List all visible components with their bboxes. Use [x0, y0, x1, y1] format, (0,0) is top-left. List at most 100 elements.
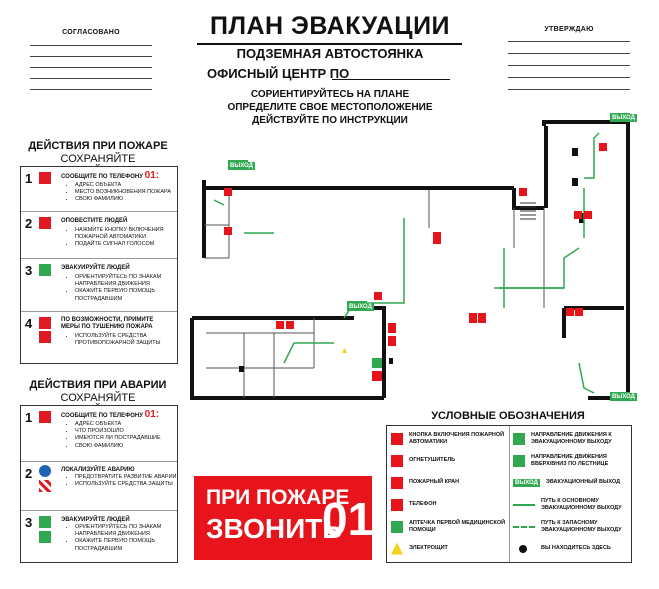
step-items: АДРЕС ОБЪЕКТА МЕСТО ВОЗНИКНОВЕНИЯ ПОЖАРА… — [61, 182, 171, 204]
signature-line — [508, 41, 630, 42]
step-title: ЭВАКУИРУЙТЕ ЛЮДЕЙ — [61, 517, 130, 523]
evacuation-icon — [39, 516, 51, 528]
stairs — [520, 202, 536, 220]
electric-panel-icon — [391, 542, 403, 555]
floor-plan — [190, 113, 630, 401]
exit-sign: ВЫХОД — [610, 114, 637, 122]
fire-hydrant-icon — [39, 331, 51, 343]
step-item: ПОДАЙТЕ СИГНАЛ ГОЛОСОМ — [75, 241, 177, 248]
signature-line — [508, 65, 630, 66]
step-item: ОКАЖИТЕ ПЕРВУЮ ПОМОЩЬ ПОСТРАДАВШИМ — [75, 288, 177, 302]
exit-sign-icon: ВЫХОД — [513, 478, 540, 487]
stairs-direction-icon — [513, 454, 525, 467]
legend-item: КНОПКА ВКЛЮЧЕНИЯ ПОЖАРНОЙ АВТОМАТИКИ — [391, 430, 506, 447]
banner-line2: ЗВОНИТЬ — [206, 513, 343, 544]
step-item: ИСПОЛЬЗУЙТЕ СРЕДСТВА ПРОТИВОПОЖАРНОЙ ЗАЩ… — [75, 333, 177, 347]
evacuation-icon — [39, 264, 51, 276]
accident-step: 1 СООБЩИТЕ ПО ТЕЛЕФОНУ 01: АДРЕС ОБЪЕКТА… — [21, 406, 177, 462]
step-item: АДРЕС ОБЪЕКТА — [75, 182, 171, 189]
banner-line1: ПРИ ПОЖАРЕ — [206, 486, 350, 509]
legend-item: ПУТЬ К ЗАПАСНОМУ ЭВАКУАЦИОННОМУ ВЫХОДУ — [513, 518, 628, 535]
step-item: МЕСТО ВОЗНИКНОВЕНИЯ ПОЖАРА — [75, 189, 171, 196]
banner-number: 01 — [322, 493, 374, 545]
legend-box: КНОПКА ВКЛЮЧЕНИЯ ПОЖАРНОЙ АВТОМАТИКИ ОГН… — [386, 425, 632, 563]
step-number: 2 — [25, 466, 33, 481]
legend-item: НАПРАВЛЕНИЕ ДВИЖЕНИЯ К ЭВАКУАЦИОННОМУ ВЫ… — [513, 430, 628, 447]
accident-step: 2 ЛОКАЛИЗУЙТЕ АВАРИЮ ПРЕДОТВРАТИТЕ РАЗВИ… — [21, 462, 177, 511]
legend-divider — [509, 426, 510, 562]
step-title: ПО ВОЗМОЖНОСТИ, ПРИМИТЕ МЕРЫ ПО ТУШЕНИЮ … — [61, 317, 154, 330]
fire-equipment — [224, 143, 607, 381]
step-title: ЭВАКУИРУЙТЕ ЛЮДЕЙ — [61, 265, 130, 271]
fire-step: 4 ПО ВОЗМОЖНОСТИ, ПРИМИТЕ МЕРЫ ПО ТУШЕНИ… — [21, 312, 177, 362]
step-item: АДРЕС ОБЪЕКТА — [75, 421, 161, 428]
step-number: 3 — [25, 263, 33, 278]
instructions: СОРИЕНТИРУЙТЕСЬ НА ПЛАНЕ ОПРЕДЕЛИТЕ СВОЕ… — [200, 88, 460, 127]
fire-extinguisher-icon — [391, 454, 403, 467]
step-items: АДРЕС ОБЪЕКТА ЧТО ПРОИЗОШЛО ИМЕЮТСЯ ЛИ П… — [61, 421, 161, 450]
step-items: НАЖМИТЕ КНОПКУ ВКЛЮЧЕНИЯ ПОЖАРНОЙ АВТОМА… — [61, 227, 177, 249]
walls — [190, 120, 630, 400]
office-label: ОФИСНЫЙ ЦЕНТР ПО — [207, 66, 350, 81]
signature-line — [30, 67, 152, 68]
signature-line — [30, 89, 152, 90]
legend-item: АПТЕЧКА ПЕРВОЙ МЕДИЦИНСКОЙ ПОМОЩИ — [391, 518, 506, 535]
signature-line — [30, 78, 152, 79]
step-number: 4 — [25, 316, 33, 331]
columns — [239, 148, 584, 372]
confirmed-label: УТВЕРЖДАЮ — [544, 26, 594, 33]
fire-hydrant-icon — [391, 476, 403, 489]
step-title: ОПОВЕСТИТЕ ЛЮДЕЙ — [61, 218, 128, 224]
phone-icon — [39, 172, 51, 184]
warning-stripes-icon — [39, 480, 51, 492]
approved-label: СОГЛАСОВАНО — [62, 29, 120, 36]
accident-actions-box: 1 СООБЩИТЕ ПО ТЕЛЕФОНУ 01: АДРЕС ОБЪЕКТА… — [20, 405, 178, 563]
exit-sign: ВЫХОД — [228, 162, 255, 170]
inner-walls — [204, 190, 545, 398]
first-aid-markers — [372, 358, 382, 368]
step-title: СООБЩИТЕ ПО ТЕЛЕФОНУ 01: — [61, 170, 160, 181]
signature-line — [30, 56, 152, 57]
phone-icon — [39, 411, 51, 423]
step-item: ОРИЕНТИРУЙТЕСЬ ПО ЗНАКАМ НАПРАВЛЕНИЯ ДВИ… — [75, 274, 177, 288]
signature-line — [508, 77, 630, 78]
instruction-line: ДЕЙСТВУЙТЕ ПО ИНСТРУКЦИИ — [252, 115, 408, 126]
legend-item: ПОЖАРНЫЙ КРАН — [391, 474, 506, 491]
exit-sign: ВЫХОД — [347, 303, 374, 311]
step-item: ИСПОЛЬЗУЙТЕ СРЕДСТВА ЗАЩИТЫ — [75, 481, 177, 488]
fire-step: 3 ЭВАКУИРУЙТЕ ЛЮДЕЙ ОРИЕНТИРУЙТЕСЬ ПО ЗН… — [21, 259, 177, 312]
legend-item: ВЫ НАХОДИТЕСЬ ЗДЕСЬ — [513, 540, 628, 557]
legend-item: ТЕЛЕФОН — [391, 496, 506, 513]
accident-actions-title: ДЕЙСТВИЯ ПРИ АВАРИИ — [29, 379, 167, 391]
step-number: 3 — [25, 515, 33, 530]
first-aid-icon — [39, 531, 51, 543]
fire-alarm-button-icon — [391, 432, 403, 445]
step-items: ИСПОЛЬЗУЙТЕ СРЕДСТВА ПРОТИВОПОЖАРНОЙ ЗАЩ… — [61, 333, 177, 347]
step-number: 1 — [25, 171, 33, 186]
legend-item: ЭЛЕКТРОЩИТ — [391, 540, 506, 557]
step-items: ПРЕДОТВРАТИТЕ РАЗВИТИЕ АВАРИИ ИСПОЛЬЗУЙТ… — [61, 474, 177, 488]
protective-mask-icon — [39, 465, 51, 477]
step-item: НАЖМИТЕ КНОПКУ ВКЛЮЧЕНИЯ ПОЖАРНОЙ АВТОМА… — [75, 227, 177, 241]
step-item: СВОЮ ФАМИЛИЮ — [75, 443, 161, 450]
evacuation-direction-icon — [513, 432, 525, 445]
step-item: ЧТО ПРОИЗОШЛО — [75, 428, 161, 435]
phone-icon — [391, 498, 403, 511]
legend-item: ПУТЬ К ОСНОВНОМУ ЭВАКУАЦИОННОМУ ВЫХОДУ — [513, 496, 628, 513]
step-number: 2 — [25, 216, 33, 231]
step-items: ОРИЕНТИРУЙТЕСЬ ПО ЗНАКАМ НАПРАВЛЕНИЯ ДВИ… — [61, 274, 177, 303]
fire-step: 1 СООБЩИТЕ ПО ТЕЛЕФОНУ 01: АДРЕС ОБЪЕКТА… — [21, 167, 177, 212]
first-aid-icon — [391, 520, 403, 533]
title-underline — [197, 43, 462, 45]
step-item: ОКАЖИТЕ ПЕРВУЮ ПОМОЩЬ ПОСТРАДАВШИМ — [75, 538, 177, 552]
step-title: ЛОКАЛИЗУЙТЕ АВАРИЮ — [61, 467, 135, 473]
office-name-line — [332, 79, 450, 80]
signature-line — [508, 89, 630, 90]
signature-line — [30, 45, 152, 46]
step-items: ОРИЕНТИРУЙТЕСЬ ПО ЗНАКАМ НАПРАВЛЕНИЯ ДВИ… — [61, 524, 177, 553]
fire-call-banner: ПРИ ПОЖАРЕ ЗВОНИТЬ 01 — [194, 476, 374, 560]
exit-signs — [228, 113, 630, 401]
spare-route-arrow-icon — [513, 525, 535, 528]
electric-panel-marker — [342, 348, 347, 353]
